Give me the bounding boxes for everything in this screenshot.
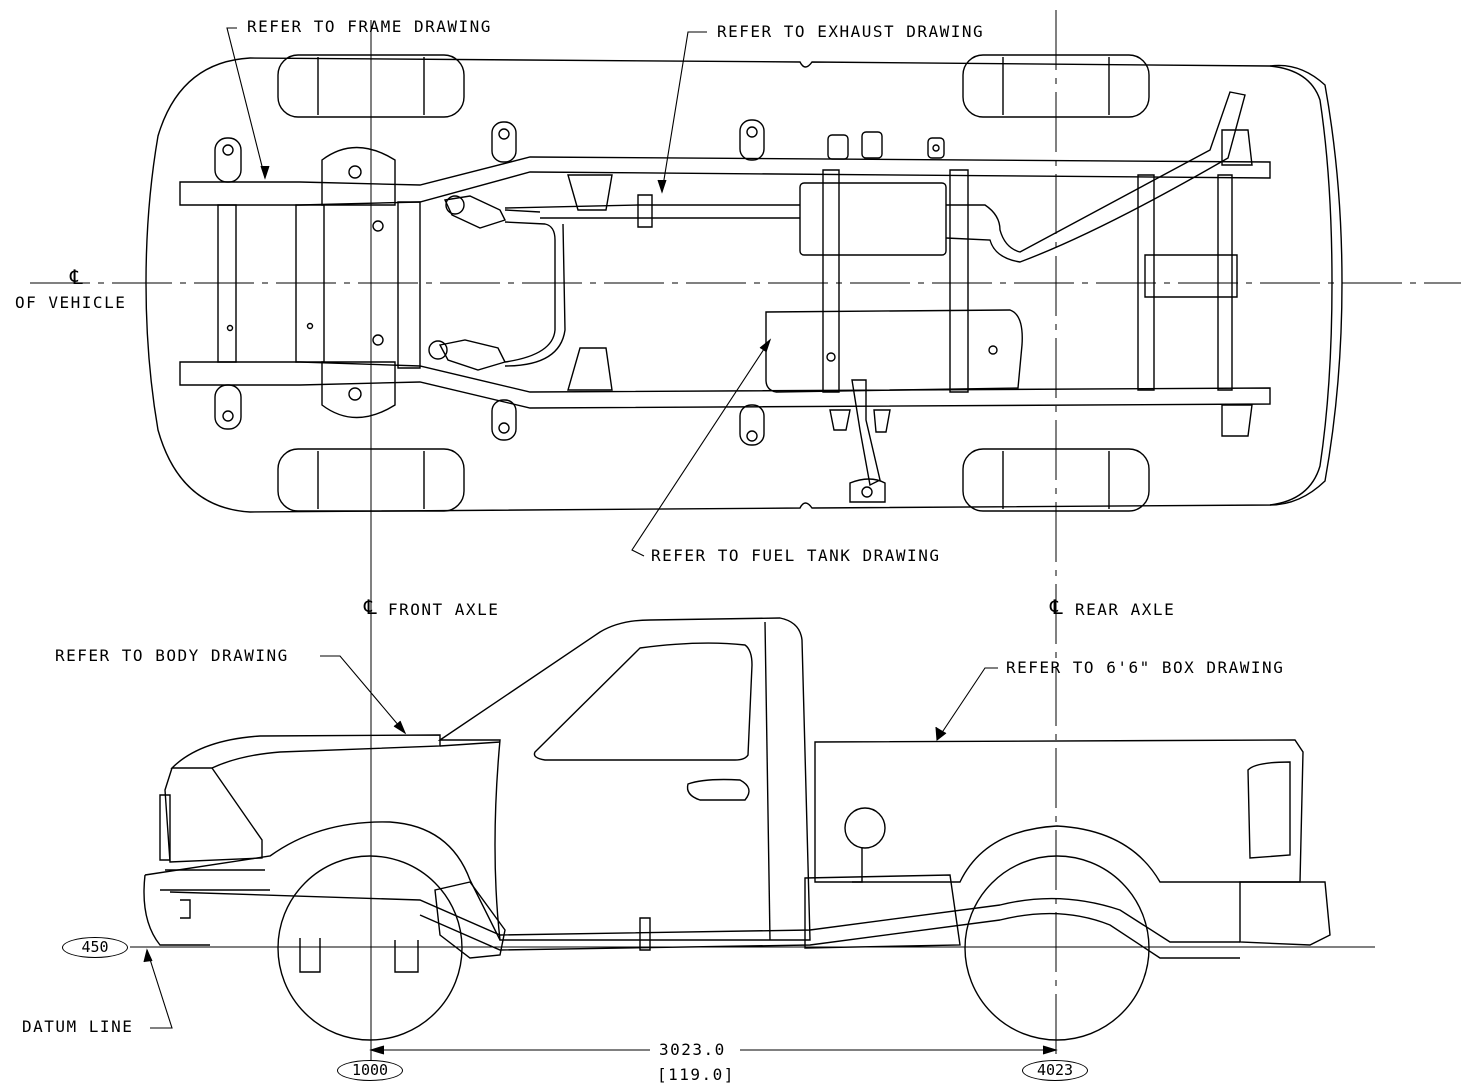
top-view-tires xyxy=(278,55,1149,511)
top-view-body-outline xyxy=(146,58,1332,512)
tire-rear-left xyxy=(963,55,1149,117)
label-of-vehicle: OF VEHICLE xyxy=(15,293,127,312)
front-axle-centerline-symbol: ℄ xyxy=(364,595,377,619)
leader-frame xyxy=(227,28,265,178)
tire-rear-right xyxy=(963,449,1149,511)
top-view xyxy=(146,55,1342,512)
rear-wheel xyxy=(965,856,1149,1040)
label-body-drawing: REFER TO BODY DRAWING xyxy=(55,646,289,665)
rear-axle-station-oval: 4023 xyxy=(1022,1060,1088,1081)
wheelbase-mm: 3023.0 xyxy=(659,1040,726,1059)
front-wheel xyxy=(278,856,462,1040)
leader-datum xyxy=(147,950,172,1028)
top-view-frame xyxy=(180,120,1270,445)
cab-window xyxy=(534,643,752,760)
tire-front-right xyxy=(278,449,464,511)
label-front-axle: FRONT AXLE xyxy=(388,600,500,619)
label-fuel-tank-drawing: REFER TO FUEL TANK DRAWING xyxy=(651,546,941,565)
label-box-drawing: REFER TO 6'6" BOX DRAWING xyxy=(1006,658,1285,677)
side-view-fuel-tank xyxy=(805,875,960,948)
bed-box xyxy=(815,740,1303,882)
leader-body xyxy=(320,656,405,733)
datum-height-oval: 450 xyxy=(62,937,128,958)
top-view-fuel-tank xyxy=(766,310,1022,392)
centerlines xyxy=(30,10,1461,1062)
side-view-frame xyxy=(170,892,1240,942)
leader-exhaust xyxy=(662,32,707,192)
label-rear-axle: REAR AXLE xyxy=(1075,600,1176,619)
rear-axle-centerline-symbol: ℄ xyxy=(1050,595,1063,619)
leader-fuel-tank xyxy=(632,340,770,556)
top-view-exhaust xyxy=(429,92,1245,370)
label-exhaust-drawing: REFER TO EXHAUST DRAWING xyxy=(717,22,985,41)
leader-box xyxy=(937,668,998,740)
leader-lines xyxy=(144,28,1056,1054)
label-frame-drawing: REFER TO FRAME DRAWING xyxy=(247,17,492,36)
cab-outline xyxy=(440,618,810,940)
fuel-filler xyxy=(845,808,885,848)
hood xyxy=(172,735,440,768)
side-view xyxy=(144,618,1330,1040)
wheelbase-in: [119.0] xyxy=(657,1065,735,1084)
vehicle-centerline-symbol: ℄ xyxy=(70,265,83,289)
label-datum-line: DATUM LINE xyxy=(22,1017,134,1036)
front-axle-station-oval: 1000 xyxy=(337,1060,403,1081)
tire-front-left xyxy=(278,55,464,117)
door-handle xyxy=(688,780,750,801)
